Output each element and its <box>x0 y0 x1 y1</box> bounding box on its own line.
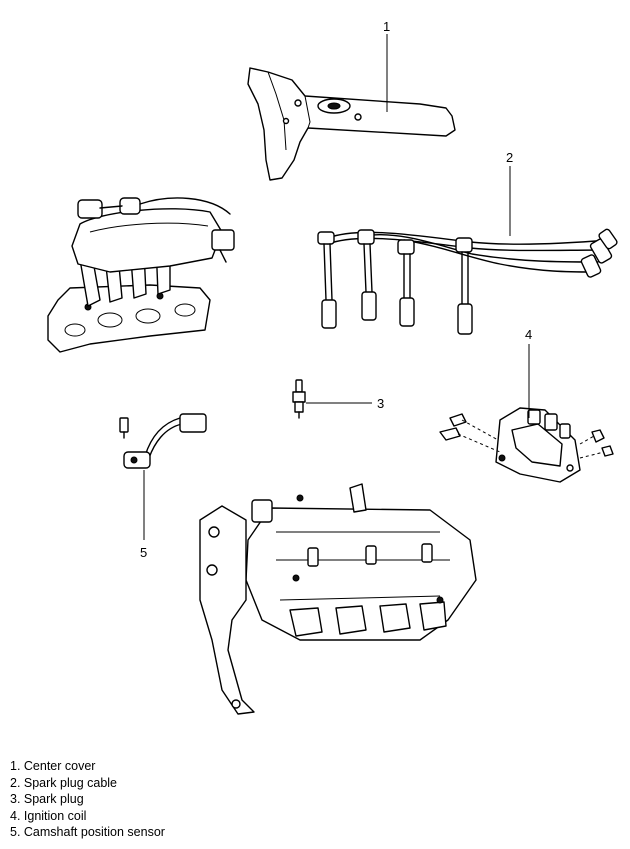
ignition-coil-part <box>439 407 614 483</box>
legend-item: 2. Spark plug cable <box>10 775 118 790</box>
legend-item: 5. Camshaft position sensor <box>10 825 165 840</box>
callout-4: 4 <box>525 327 533 342</box>
center-cover-part <box>247 67 456 181</box>
exploded-parts-diagram <box>47 34 618 715</box>
legend-item: 4. Ignition coil <box>10 808 87 823</box>
leader-lines <box>143 34 530 540</box>
spark-plug-cable-part <box>317 228 618 335</box>
cylinder-head-part <box>199 483 477 715</box>
spark-plug-part <box>292 379 306 419</box>
callout-1: 1 <box>383 19 391 34</box>
legend-item: 1. Center cover <box>10 759 96 773</box>
callout-5: 5 <box>140 545 148 560</box>
callout-3: 3 <box>377 396 385 411</box>
callout-2: 2 <box>506 150 514 165</box>
intake-manifold-part <box>47 197 235 353</box>
legend-item: 3. Spark plug <box>10 792 84 807</box>
parts-legend: 1. Center cover 2. Spark plug cable 3. S… <box>10 758 165 841</box>
camshaft-position-sensor-part <box>119 413 207 469</box>
